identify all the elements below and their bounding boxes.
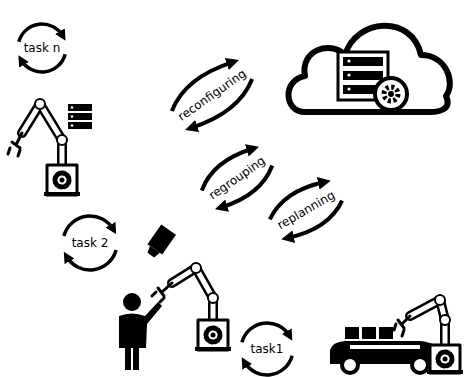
- human-figure: [119, 293, 162, 370]
- server-stack: [68, 104, 92, 129]
- double-arrow: [165, 53, 258, 136]
- robot-arm: [394, 295, 463, 374]
- task-label: task n: [24, 41, 61, 55]
- cycle-arc: [242, 323, 290, 342]
- action-label: replanning: [275, 188, 338, 232]
- task-cycle: task n: [12, 18, 72, 78]
- task-cycle: task1: [235, 317, 299, 377]
- task-label: task1: [251, 342, 284, 356]
- cloud-server: [288, 26, 449, 112]
- cycle-arc: [64, 216, 113, 236]
- double-arrow: [265, 174, 348, 245]
- task-cycle: task 2: [57, 210, 123, 276]
- car-with-boxes: [330, 327, 442, 373]
- action-label: reconfiguring: [175, 66, 248, 123]
- cycle-arc: [244, 356, 292, 375]
- robot-arm: [152, 263, 231, 351]
- cycle-arc: [67, 250, 116, 270]
- double-arrow: [196, 141, 278, 216]
- cycle-arc: [21, 54, 65, 72]
- cycle-arc: [19, 24, 63, 42]
- camera-icon: [143, 225, 176, 261]
- task-label: task 2: [72, 236, 109, 250]
- action-label: regrouping: [206, 153, 268, 202]
